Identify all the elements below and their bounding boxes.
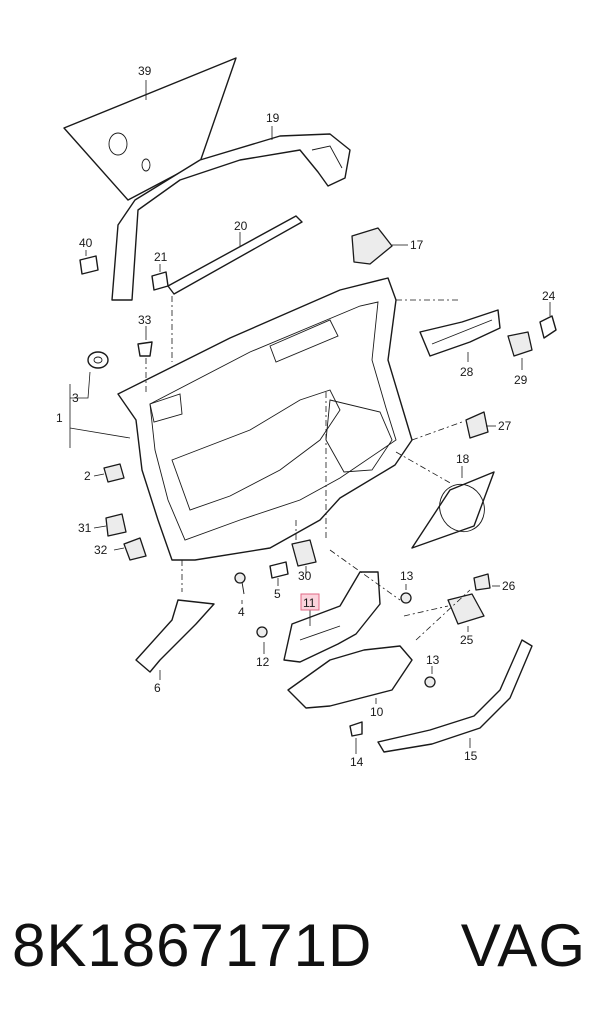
part-19-window-frame-trim [111, 133, 351, 301]
callout-32: 32 [94, 543, 108, 557]
callout-26: 26 [502, 579, 516, 593]
part-14-clip [349, 721, 363, 737]
callout-25: 25 [460, 633, 474, 647]
part-24-cap [539, 315, 557, 339]
callout-18: 18 [456, 452, 470, 466]
part-25-window-switch [447, 593, 485, 625]
part-number-footer: 8K1867171D VAG [0, 890, 600, 1000]
callout-17: 17 [410, 238, 424, 252]
callout-10: 10 [370, 705, 384, 719]
leader-lines [69, 80, 551, 754]
part-15-moulding [377, 639, 533, 753]
part-18-speaker-grille [411, 471, 495, 549]
callout-33: 33 [138, 313, 152, 327]
part-number: 8K1867171D [12, 911, 373, 979]
part-33-screw [137, 341, 153, 357]
callout-6: 6 [154, 681, 161, 695]
part-26-cap [473, 573, 491, 591]
callout-24: 24 [542, 289, 556, 303]
callout-30: 30 [298, 569, 312, 583]
callout-11: 11 [303, 596, 316, 610]
part-17-cover [351, 227, 393, 265]
assembly-lines [145, 296, 471, 641]
highlight-box-11 [300, 593, 320, 611]
callout-15: 15 [464, 749, 478, 763]
callout-29: 29 [514, 373, 528, 387]
part-29-switch [507, 331, 533, 357]
exploded-parts-diagram: 39 19 20 17 40 21 24 33 28 29 3 1 27 18 … [56, 57, 557, 769]
callout-4: 4 [238, 605, 245, 619]
part-1-door-trim-panel [117, 277, 413, 561]
part-28-door-handle [419, 309, 501, 357]
part-32-cover [123, 537, 147, 561]
callout-19: 19 [266, 111, 280, 125]
part-39-insulation-panel [63, 57, 237, 201]
brand-label: VAG [460, 911, 586, 979]
callout-21: 21 [154, 250, 168, 264]
part-12-screw [256, 626, 268, 638]
part-21-clip [151, 271, 169, 291]
callout-1: 1 [56, 411, 63, 425]
part-40-clip [79, 255, 99, 275]
part-30-module [291, 539, 317, 567]
callout-labels: 39 19 20 17 40 21 24 33 28 29 3 1 27 18 … [56, 64, 556, 769]
callout-20: 20 [234, 219, 248, 233]
callout-14: 14 [350, 755, 364, 769]
part-3-grommet [87, 351, 109, 369]
callout-3: 3 [72, 391, 79, 405]
part-4-screw [234, 572, 246, 595]
callout-39: 39 [138, 64, 152, 78]
callout-40: 40 [79, 236, 93, 250]
callout-31: 31 [78, 521, 92, 535]
part-2-clip [103, 463, 125, 483]
part-11-armrest-bracket [283, 571, 381, 663]
callout-2: 2 [84, 469, 91, 483]
part-20-trim-strip [167, 215, 303, 295]
part-31-switch [105, 513, 127, 537]
callout-5: 5 [274, 587, 281, 601]
part-6-trim [135, 599, 215, 673]
callout-13-lower: 13 [426, 653, 440, 667]
part-5-clip [269, 561, 289, 579]
part-13-screw-upper [400, 592, 412, 604]
part-27-cap [465, 411, 489, 439]
part-13-screw-lower [424, 676, 436, 688]
callout-13-upper: 13 [400, 569, 414, 583]
callout-27: 27 [498, 419, 512, 433]
part-10-armrest-trim [287, 645, 413, 709]
callout-12: 12 [256, 655, 270, 669]
callout-28: 28 [460, 365, 474, 379]
